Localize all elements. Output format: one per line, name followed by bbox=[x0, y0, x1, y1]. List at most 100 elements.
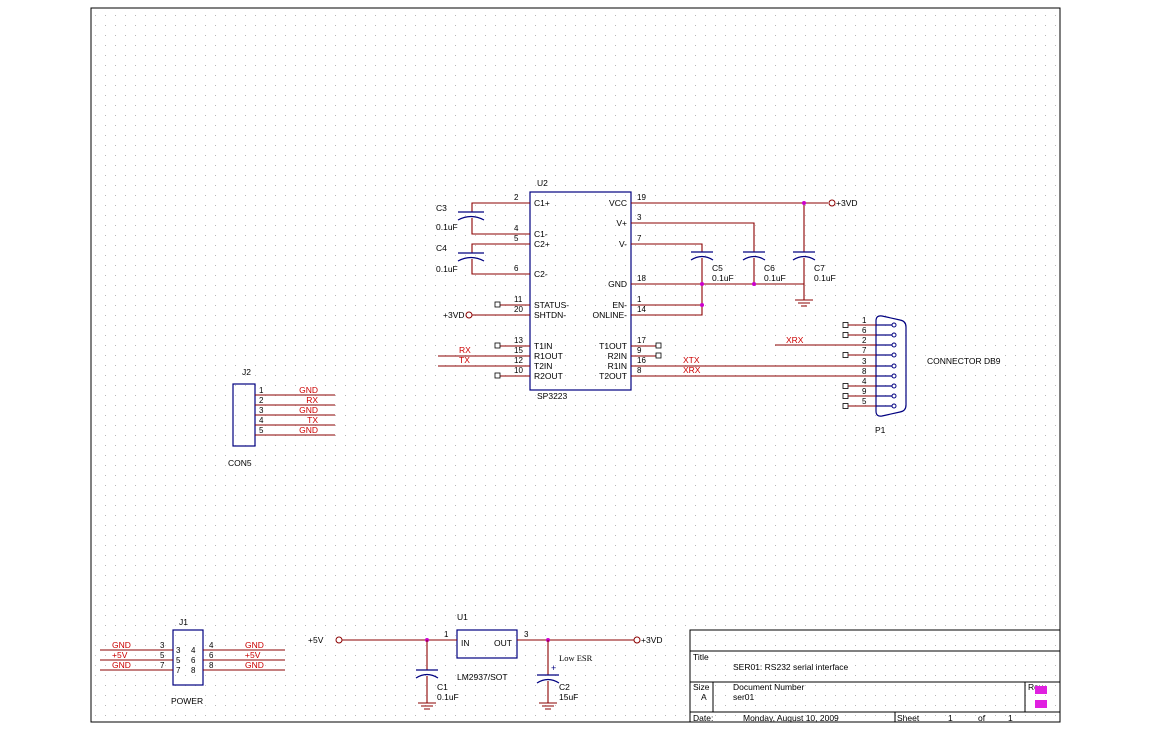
db9-pin-num: 3 bbox=[862, 357, 867, 366]
p3v-label-top: +3VD bbox=[836, 198, 858, 208]
j2-pin-num: 2 bbox=[259, 396, 264, 405]
grid bbox=[91, 8, 1060, 722]
p3v-label-shtdn: +3VD bbox=[443, 310, 465, 320]
u2-left-pins: 2C1+4C1-5C2+6C2-11STATUS-20SHTDN-13T1IN1… bbox=[514, 193, 569, 381]
u2-left-pin-num: 11 bbox=[514, 295, 523, 304]
c3-value: 0.1uF bbox=[436, 222, 458, 232]
db9-pin-contact bbox=[891, 363, 897, 369]
cap-ref: C7 bbox=[814, 263, 825, 273]
cap-c4: C4 0.1uF bbox=[436, 243, 530, 275]
u1-pin-out: 3 bbox=[524, 630, 529, 639]
vcc-port bbox=[828, 199, 836, 207]
db9-nc-marker bbox=[842, 322, 849, 328]
j1-inner-right: 4 bbox=[191, 646, 196, 655]
net-xtx: XTX bbox=[683, 355, 700, 365]
u2-left-pin-name: R2OUT bbox=[534, 371, 563, 381]
u2-part: SP3223 bbox=[537, 391, 568, 401]
net-rx-u2: RX bbox=[459, 345, 471, 355]
c2-value: 15uF bbox=[559, 692, 578, 702]
j2-net-label: RX bbox=[306, 395, 318, 405]
u2-left-pin-num: 4 bbox=[514, 224, 519, 233]
u2-left-pin-num: 6 bbox=[514, 264, 519, 273]
u2-power-network: +3VD bbox=[631, 198, 858, 316]
j1-left-pin: 3 bbox=[160, 641, 165, 650]
c2-note: Low ESR bbox=[559, 653, 593, 663]
u2-right-pin-name: R2IN bbox=[608, 351, 627, 361]
u1-out: OUT bbox=[494, 638, 512, 648]
j2-net-label: GND bbox=[299, 405, 318, 415]
u2-right-pin-num: 7 bbox=[637, 234, 642, 243]
c4-ref: C4 bbox=[436, 243, 447, 253]
db9-nc-marker bbox=[842, 403, 849, 409]
p1-name: CONNECTOR DB9 bbox=[927, 356, 1001, 366]
tb-docnum: ser01 bbox=[733, 692, 755, 702]
p1-ref: P1 bbox=[875, 425, 886, 435]
u2-left-pin-name: C1- bbox=[534, 229, 548, 239]
cap-value: 0.1uF bbox=[712, 273, 734, 283]
u2-left-pin-num: 10 bbox=[514, 366, 523, 375]
u2-right-pin-num: 14 bbox=[637, 305, 646, 314]
sheet-border bbox=[90, 7, 1061, 723]
j1-inner-left: 5 bbox=[176, 656, 181, 665]
u2-right-pin-num: 16 bbox=[637, 356, 646, 365]
u1-ref: U1 bbox=[457, 612, 468, 622]
u2-right-pin-num: 17 bbox=[637, 336, 646, 345]
db9-nc-marker bbox=[842, 383, 849, 389]
u2-right-pin-name: GND bbox=[608, 279, 627, 289]
j1-part: POWER bbox=[171, 696, 203, 706]
u2-left-pin-name: R1OUT bbox=[534, 351, 563, 361]
j1-right-net: GND bbox=[245, 660, 264, 670]
tb-title-label: Title bbox=[693, 652, 709, 662]
j1-right-pin: 4 bbox=[209, 641, 214, 650]
c1-ref: C1 bbox=[437, 682, 448, 692]
p5v-label: +5V bbox=[308, 635, 324, 645]
j1-inner-left: 7 bbox=[176, 666, 181, 675]
tb-size: A bbox=[701, 692, 707, 702]
j1-inner-right: 6 bbox=[191, 656, 196, 665]
u2-left-pin-name: T2IN bbox=[534, 361, 552, 371]
u2-right-pin-num: 19 bbox=[637, 193, 646, 202]
c1-value: 0.1uF bbox=[437, 692, 459, 702]
db9-pin-contact bbox=[891, 373, 897, 379]
db9-pin-num: 5 bbox=[862, 397, 867, 406]
j2-net-label: TX bbox=[307, 415, 318, 425]
u2-ic: U2 SP3223 2C1+4C1-5C2+6C2-11STATUS-20SHT… bbox=[514, 178, 646, 401]
cap-plate-curved bbox=[690, 255, 714, 261]
c4-value: 0.1uF bbox=[436, 264, 458, 274]
tb-rev-marker-top bbox=[1035, 686, 1047, 694]
db9-pin-num: 6 bbox=[862, 326, 867, 335]
u2-logic-nets: RX TX XTX XRX bbox=[438, 342, 870, 379]
u2-left-pin-name: C1+ bbox=[534, 198, 550, 208]
tb-of-label: of bbox=[978, 713, 986, 723]
u1-part: LM2937/SOT bbox=[457, 672, 508, 682]
db9-pin-contact bbox=[891, 383, 897, 389]
net-xrx-u2: XRX bbox=[683, 365, 701, 375]
u2-left-pin-name: STATUS- bbox=[534, 300, 569, 310]
db9-pin-num: 8 bbox=[862, 367, 867, 376]
u2-left-pin-name: T1IN bbox=[534, 341, 552, 351]
db9-pin-contact bbox=[891, 332, 897, 338]
tb-sheet: 1 bbox=[948, 713, 953, 723]
j1-left-net: GND bbox=[112, 640, 131, 650]
j1-left-net: +5V bbox=[112, 650, 128, 660]
u2-right-pin-name: R1IN bbox=[608, 361, 627, 371]
c2-polarity: + bbox=[551, 663, 556, 673]
db9-pin-contact bbox=[891, 393, 897, 399]
db9-pin-num: 7 bbox=[862, 346, 867, 355]
u2-right-pin-name: VCC bbox=[609, 198, 627, 208]
db9-pin-num: 1 bbox=[862, 316, 867, 325]
db9-pin-contact bbox=[891, 352, 897, 358]
tb-date: Monday, August 10, 2009 bbox=[743, 713, 839, 723]
tb-size-label: Size bbox=[693, 682, 710, 692]
cap-c3: C3 0.1uF bbox=[436, 202, 530, 235]
tb-docnum-label: Document Number bbox=[733, 682, 805, 692]
j1-left-net: GND bbox=[112, 660, 131, 670]
cap-ref: C6 bbox=[764, 263, 775, 273]
p3v-label-reg: +3VD bbox=[641, 635, 663, 645]
j1-right-pin: 8 bbox=[209, 661, 214, 670]
